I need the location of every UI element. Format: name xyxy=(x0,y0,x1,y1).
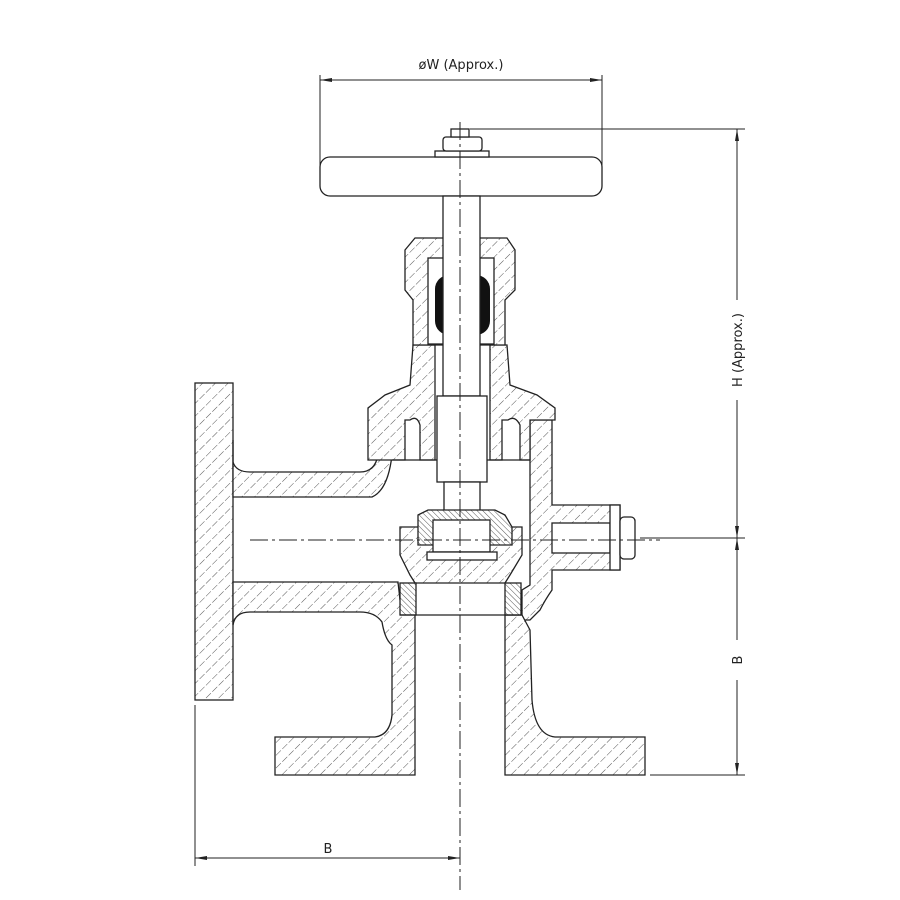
body-upper-wall xyxy=(232,419,393,498)
dimension-h: H (Approx.) B xyxy=(470,128,746,776)
arrowhead xyxy=(735,526,739,538)
dimension-w: øW (Approx.) xyxy=(319,58,603,172)
body-right-wall xyxy=(521,419,621,621)
seat-ring-left xyxy=(399,582,417,616)
body-lower-wall xyxy=(232,581,416,776)
handwheel-nut xyxy=(442,136,483,152)
dimension-b-horizontal-label: B xyxy=(324,842,333,857)
inlet-flange xyxy=(194,382,234,701)
dimension-b-horizontal: B xyxy=(194,705,460,866)
arrowhead xyxy=(320,78,332,82)
handwheel xyxy=(319,156,603,197)
drain-plug-bore xyxy=(551,522,611,554)
bonnet-left xyxy=(367,344,436,461)
drain-plug-head xyxy=(619,516,636,560)
arrowhead xyxy=(735,538,739,550)
disc-nut-bore xyxy=(432,519,491,553)
stem xyxy=(442,195,481,397)
arrowhead xyxy=(735,763,739,775)
handwheel-washer xyxy=(434,150,490,158)
body-outlet-right xyxy=(504,614,646,776)
dimension-h-label: H (Approx.) xyxy=(731,313,746,387)
arrowhead xyxy=(195,856,207,860)
drain-plug-flange xyxy=(609,504,621,571)
bonnet-right xyxy=(489,344,556,461)
dimension-b-vertical-label: B xyxy=(731,656,746,665)
dimension-w-label: øW (Approx.) xyxy=(419,58,504,73)
arrowhead xyxy=(448,856,460,860)
arrowhead xyxy=(590,78,602,82)
stem-neck xyxy=(443,481,481,513)
stem-lower xyxy=(436,395,488,483)
seat-ring-right xyxy=(504,582,522,616)
disc-washer xyxy=(426,551,498,561)
arrowhead xyxy=(735,129,739,141)
